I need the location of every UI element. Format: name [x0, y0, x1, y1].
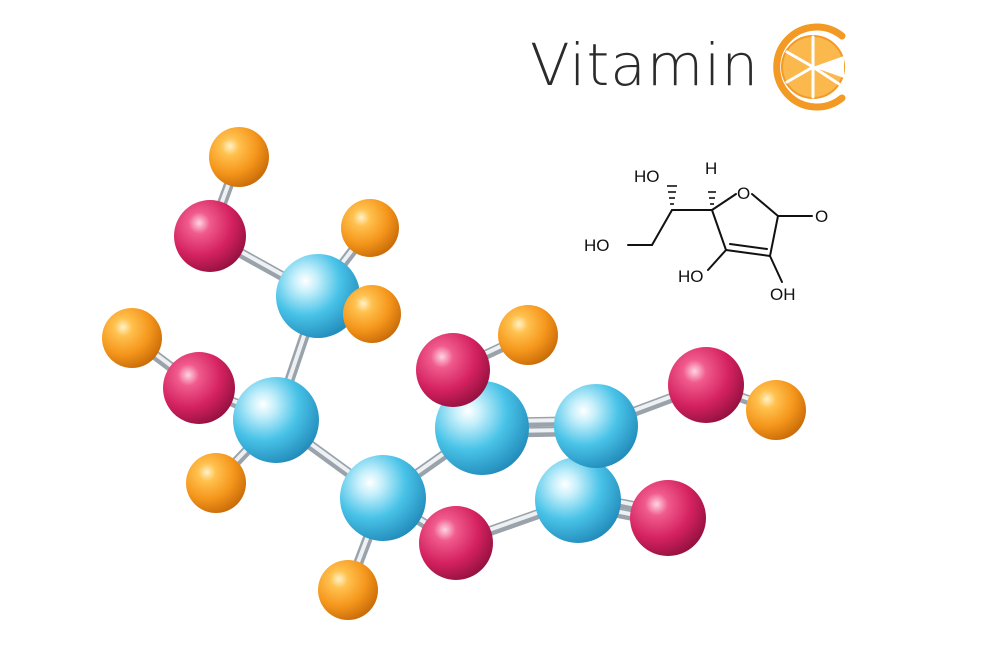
oxygen-atom-o4 [630, 480, 706, 556]
hydrogen-atom-h5 [186, 453, 246, 513]
hydrogen-atom-h1 [209, 127, 269, 187]
oxygen-atom-o2 [163, 352, 235, 424]
label-o-carbonyl: O [815, 207, 828, 226]
oxygen-atom-o6 [416, 333, 490, 407]
label-h-top: H [705, 159, 717, 178]
orange-slice-icon [773, 23, 846, 111]
hydrogen-atom-h4 [102, 308, 162, 368]
title-text: Vitamin [530, 31, 760, 99]
oxygen-atom-o5 [668, 347, 744, 423]
carbon-atom-c1 [276, 254, 360, 338]
carbon-atom-c2 [233, 377, 319, 463]
hydrogen-atom-h3 [343, 285, 401, 343]
carbon-atom-c3 [340, 455, 426, 541]
carbon-atom-c4 [535, 457, 621, 543]
hydrogen-atom-h2 [341, 199, 399, 257]
structural-formula: HO H O O HO HO OH [584, 159, 828, 304]
label-ho-bottom-left: HO [678, 267, 704, 286]
hydrogen-atom-h7 [746, 380, 806, 440]
vitamin-c-title: Vitamin [530, 22, 860, 114]
label-ho-left: HO [584, 236, 610, 255]
carbon-atom-c5 [554, 384, 638, 468]
label-o-ring: O [737, 184, 750, 203]
oxygen-atom-o1 [174, 200, 246, 272]
hydrogen-atom-h6 [318, 560, 378, 620]
hydrogen-atom-h8 [498, 305, 558, 365]
label-ho-top: HO [634, 167, 660, 186]
label-oh-bottom-right: OH [770, 285, 796, 304]
oxygen-atom-o3 [419, 506, 493, 580]
atom-group [102, 127, 806, 620]
